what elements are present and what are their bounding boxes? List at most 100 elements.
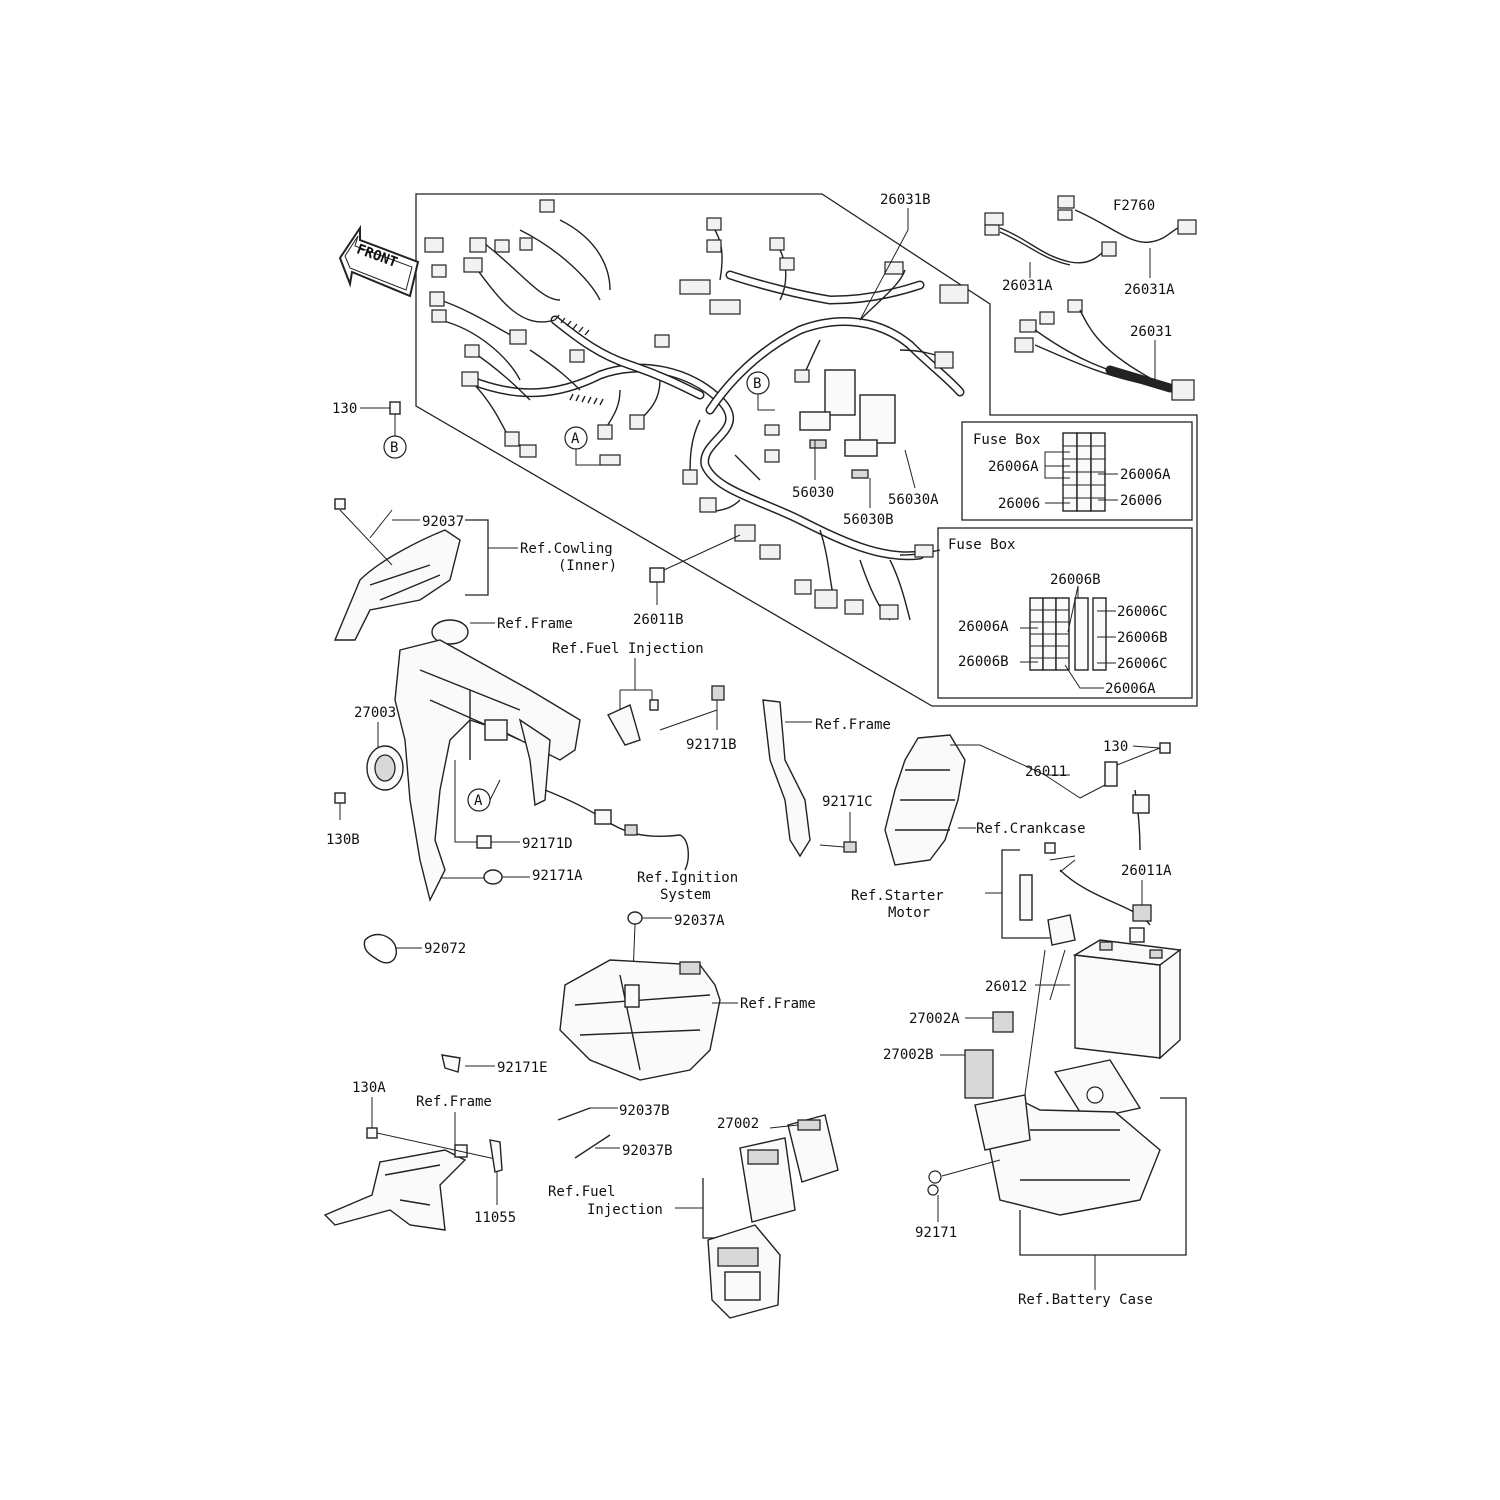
- frame-rear-strip[interactable]: [762, 699, 811, 858]
- frame-under-tray[interactable]: [559, 959, 721, 1081]
- clamp-92171B[interactable]: [711, 685, 725, 701]
- label-92171B: 92171B: [686, 737, 737, 753]
- label-130A: 130A: [352, 1080, 386, 1096]
- label-26012: 26012: [985, 979, 1027, 995]
- fuse-box-2-left-1: 26006A: [958, 619, 1009, 635]
- label-92037: 92037: [422, 514, 464, 530]
- clip-92037A[interactable]: [627, 911, 643, 925]
- connector-26011B[interactable]: [649, 567, 665, 583]
- ecu-27002-large[interactable]: [707, 1137, 796, 1319]
- fuse-box-1: Fuse Box 26006A 26006 26006A 26006: [961, 421, 1193, 521]
- marker-a-harness-label: A: [571, 431, 580, 447]
- fuel-injection-bracket[interactable]: [607, 704, 641, 746]
- bolt-130-right[interactable]: [1159, 742, 1171, 754]
- fuse-box-2: Fuse Box 26006B 26006A 26006B 26006C 260…: [937, 527, 1193, 699]
- strap-92072[interactable]: [363, 933, 397, 964]
- label-92072: 92072: [424, 941, 466, 957]
- fuse-box-2-title: Fuse Box: [948, 537, 1015, 553]
- battery-26012[interactable]: [1072, 939, 1182, 1060]
- bolt-130-top[interactable]: [389, 401, 401, 415]
- fuse-box-1-title: Fuse Box: [973, 432, 1040, 448]
- label-ref-ignition-2: System: [660, 887, 711, 903]
- marker-b-left-label: B: [390, 440, 398, 456]
- label-27002: 27002: [717, 1116, 759, 1132]
- label-ref-cowling-1: Ref.Cowling: [520, 541, 613, 557]
- label-27002B: 27002B: [883, 1047, 934, 1063]
- clamp-92171[interactable]: [928, 1170, 942, 1184]
- label-ref-cowling-2: (Inner): [558, 558, 617, 574]
- label-ref-frame-3: Ref.Frame: [740, 996, 816, 1012]
- label-92171D: 92171D: [522, 836, 573, 852]
- label-130-top: 130: [332, 401, 357, 417]
- label-ref-frame-2: Ref.Frame: [815, 717, 891, 733]
- bolt-130A[interactable]: [366, 1127, 378, 1139]
- label-ref-fuel-2a: Ref.Fuel: [548, 1184, 615, 1200]
- starter-bolt[interactable]: [1019, 874, 1033, 921]
- marker-b-left: [383, 435, 407, 459]
- sub-harness-26031A-1[interactable]: [984, 212, 1117, 266]
- tie-92037B-2[interactable]: [574, 1134, 611, 1159]
- fuse-box-2-right-2: 26006B: [1117, 630, 1168, 646]
- label-56030A: 56030A: [888, 492, 939, 508]
- label-26031A-2: 26031A: [1124, 282, 1175, 298]
- label-F2760: F2760: [1113, 198, 1155, 214]
- sub-harness-26031[interactable]: [1014, 299, 1195, 401]
- label-ref-crankcase: Ref.Crankcase: [976, 821, 1086, 837]
- label-26011A: 26011A: [1121, 863, 1172, 879]
- bolt-130B[interactable]: [334, 792, 346, 804]
- clamp-92171E[interactable]: [441, 1054, 461, 1073]
- label-26031: 26031: [1130, 324, 1172, 340]
- label-27002A: 27002A: [909, 1011, 960, 1027]
- sub-harness-26031A-2[interactable]: [1057, 195, 1197, 243]
- relay-27002A[interactable]: [992, 1011, 1014, 1033]
- fuse-box-2-right-1: 26006C: [1117, 604, 1168, 620]
- label-26031B: 26031B: [880, 192, 931, 208]
- connector-26011[interactable]: [1104, 761, 1118, 787]
- label-92171: 92171: [915, 1225, 957, 1241]
- label-130-right: 130: [1103, 739, 1128, 755]
- starter-relay[interactable]: [1047, 914, 1076, 946]
- cowling-inner-bracket[interactable]: [333, 498, 461, 641]
- label-ref-fuel-1: Ref.Fuel Injection: [552, 641, 704, 657]
- fuse-box-1-left-1: 26006A: [988, 459, 1039, 475]
- label-ref-starter-2: Motor: [888, 905, 930, 921]
- label-92037B-1: 92037B: [619, 1103, 670, 1119]
- label-27003: 27003: [354, 705, 396, 721]
- label-92171C: 92171C: [822, 794, 873, 810]
- frame-bracket-bottom[interactable]: [323, 1144, 468, 1231]
- ignition-connector[interactable]: [594, 809, 612, 825]
- label-ref-ignition-1: Ref.Ignition: [637, 870, 738, 886]
- main-harness[interactable]: [424, 199, 969, 621]
- label-92171A: 92171A: [532, 868, 583, 884]
- label-ref-fuel-2b: Injection: [587, 1202, 663, 1218]
- label-130B: 130B: [326, 832, 360, 848]
- frame-front[interactable]: [394, 619, 581, 903]
- label-26011: 26011: [1025, 764, 1067, 780]
- bracket-11055[interactable]: [489, 1139, 503, 1173]
- clamp-92171C[interactable]: [843, 841, 857, 853]
- fuse-box-2-right-3: 26006C: [1117, 656, 1168, 672]
- label-ref-frame-4: Ref.Frame: [416, 1094, 492, 1110]
- clamp-92171A[interactable]: [483, 869, 503, 885]
- fuse-box-2-bottom: 26006A: [1105, 681, 1156, 697]
- label-26011B: 26011B: [633, 612, 684, 628]
- label-92037A: 92037A: [674, 913, 725, 929]
- tie-92037B-1[interactable]: [557, 1107, 591, 1121]
- relay-27002B[interactable]: [964, 1049, 994, 1099]
- connector-26011A[interactable]: [1132, 904, 1152, 922]
- label-ref-starter-1: Ref.Starter: [851, 888, 944, 904]
- label-ref-frame-1: Ref.Frame: [497, 616, 573, 632]
- clamp-92171D[interactable]: [476, 835, 492, 849]
- fuse-box-2-top: 26006B: [1050, 572, 1101, 588]
- label-26031A-1: 26031A: [1002, 278, 1053, 294]
- fuse-box-1-left-2: 26006: [998, 496, 1040, 512]
- marker-b-harness-label: B: [753, 376, 761, 392]
- battery-case[interactable]: [974, 1059, 1161, 1216]
- ecu-27002-small[interactable]: [787, 1114, 839, 1183]
- front-arrow-icon: FRONT: [338, 224, 420, 298]
- label-56030: 56030: [792, 485, 834, 501]
- label-92037B-2: 92037B: [622, 1143, 673, 1159]
- marker-a-frame-label: A: [474, 793, 483, 809]
- label-92171E: 92171E: [497, 1060, 548, 1076]
